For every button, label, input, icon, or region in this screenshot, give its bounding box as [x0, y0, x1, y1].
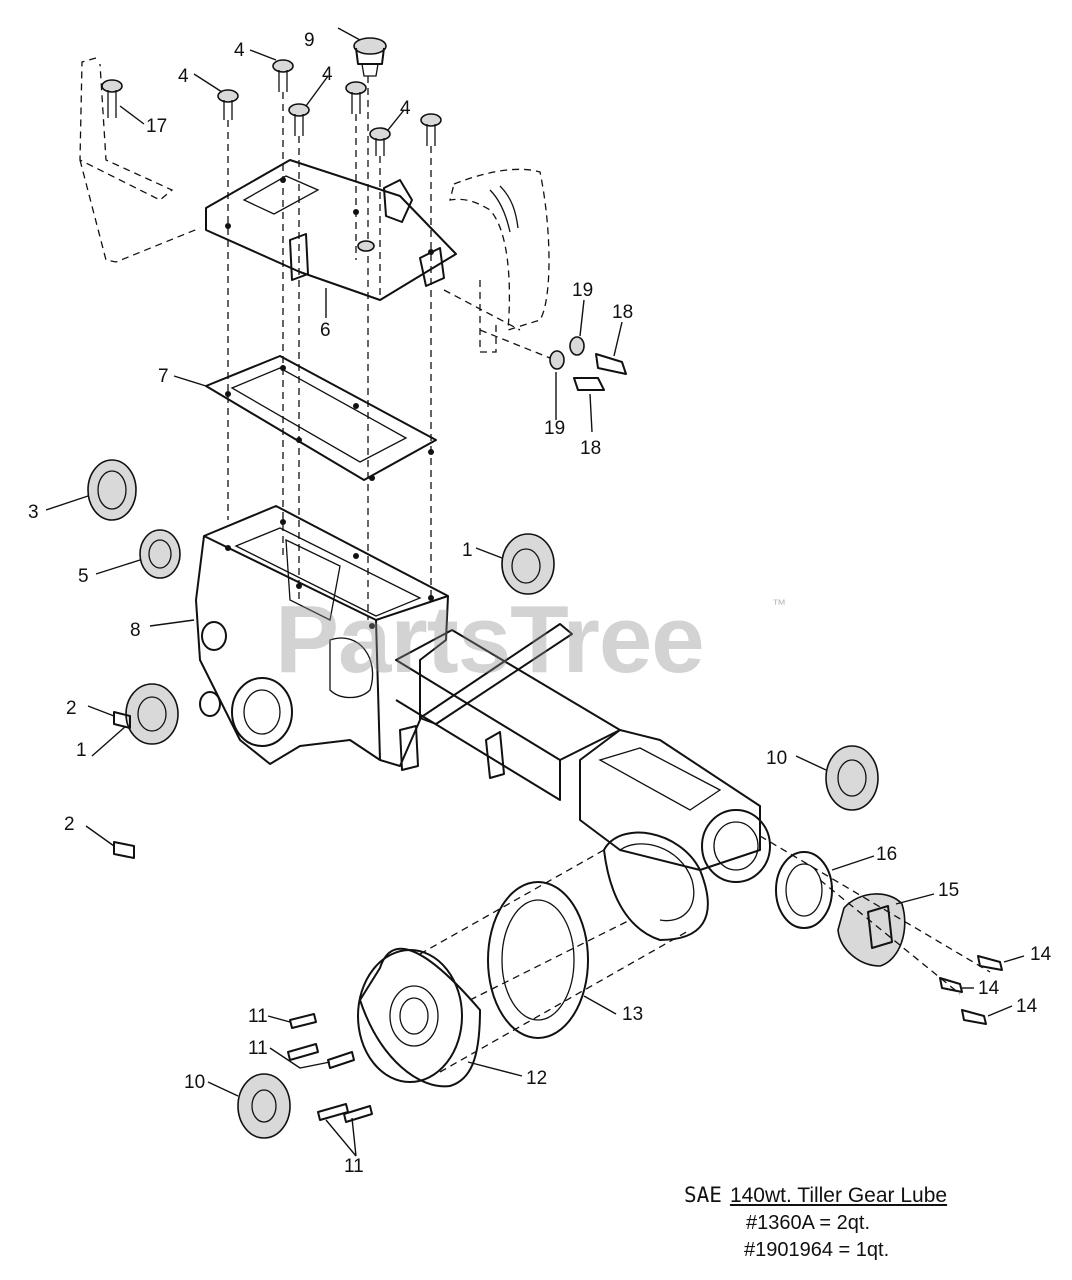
callout-7: 7	[158, 366, 169, 387]
callout-labels: 1 1 2 2 3 4 4 4 4 5 6 7 8 9 10 10 11 11 …	[28, 30, 1052, 1177]
side-cover-parts	[237, 745, 991, 1139]
cover-plate	[205, 159, 457, 301]
lube-product-name: 140wt. Tiller Gear Lube	[729, 1184, 948, 1207]
seals	[87, 459, 555, 745]
lube-grade: SAE	[684, 1183, 722, 1207]
lower-housing	[357, 831, 709, 1088]
handle-bracket-outline	[79, 57, 201, 263]
partstree-watermark: PartsTree	[275, 586, 705, 693]
alignment-guides	[227, 76, 432, 620]
callout-1-upper: 1	[462, 540, 473, 561]
callout-4-a: 4	[234, 40, 245, 61]
top-gasket	[205, 355, 437, 481]
callout-18-lower: 18	[580, 438, 601, 459]
callout-15: 15	[938, 880, 959, 901]
drive-tube	[395, 623, 771, 883]
callout-11-c: 11	[344, 1156, 364, 1177]
callout-3: 3	[28, 502, 39, 523]
transmission-housing	[195, 505, 449, 771]
gear-lube-note: SAE 140wt. Tiller Gear Lube #1360A = 2qt.…	[684, 1182, 1014, 1262]
callout-16: 16	[876, 844, 897, 865]
callout-8: 8	[130, 620, 141, 641]
callout-4-c: 4	[322, 64, 333, 85]
callout-14-a: 14	[1030, 944, 1052, 965]
callout-19-upper: 19	[572, 280, 593, 301]
leader-lines	[45, 27, 1025, 1157]
callout-19-lower: 19	[544, 418, 565, 439]
trademark-symbol: ™	[772, 596, 786, 612]
callout-5: 5	[78, 566, 89, 587]
callout-4-d: 4	[400, 98, 411, 119]
callout-1-lower: 1	[76, 740, 87, 761]
lube-quantity-2: #1901964 = 1qt.	[744, 1239, 890, 1261]
tine-shield-outline	[443, 168, 561, 363]
callout-18-upper: 18	[612, 302, 633, 323]
callout-14-b: 14	[978, 978, 1000, 999]
callout-17: 17	[146, 116, 167, 137]
lube-quantity-1: #1360A = 2qt.	[746, 1212, 871, 1234]
top-bolts	[101, 37, 442, 156]
side-bolts	[549, 336, 627, 391]
callout-10-lower: 10	[184, 1072, 205, 1093]
callout-6: 6	[320, 320, 331, 341]
callout-2-lower: 2	[64, 814, 75, 835]
callout-10-upper: 10	[766, 748, 787, 769]
small-bolts	[113, 711, 1003, 1123]
callout-4-b: 4	[178, 66, 189, 87]
callout-13: 13	[622, 1004, 643, 1025]
callout-11-a: 11	[248, 1006, 268, 1027]
callout-9: 9	[304, 30, 315, 51]
callout-12: 12	[526, 1068, 547, 1089]
callout-2-upper: 2	[66, 698, 77, 719]
callout-14-c: 14	[1016, 996, 1038, 1017]
callout-11-b: 11	[248, 1038, 268, 1059]
lube-spec-line: SAE 140wt. Tiller Gear Lube	[684, 1182, 1014, 1208]
